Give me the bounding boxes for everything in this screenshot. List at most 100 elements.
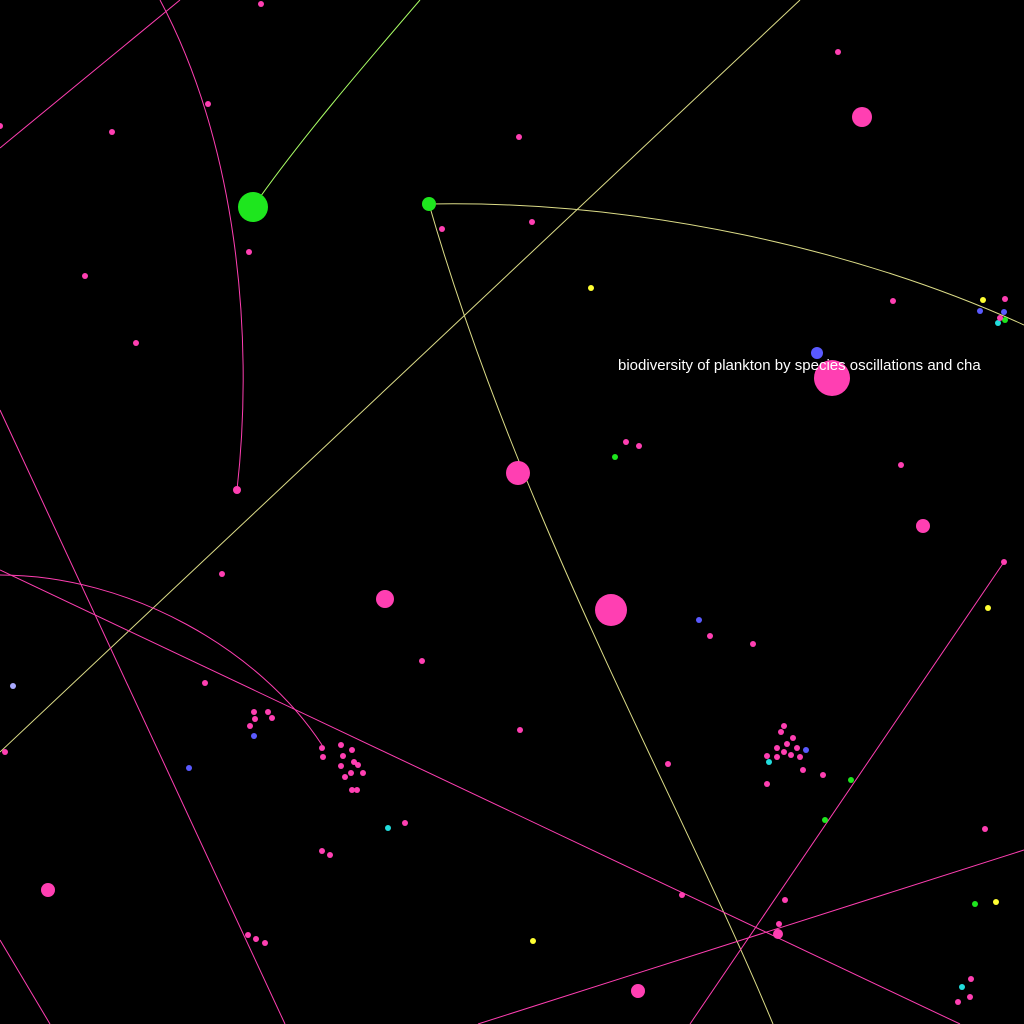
network-node[interactable]	[980, 297, 986, 303]
network-node[interactable]	[82, 273, 88, 279]
network-node[interactable]	[764, 753, 770, 759]
network-node[interactable]	[319, 848, 325, 854]
network-node[interactable]	[439, 226, 445, 232]
network-node[interactable]	[205, 101, 211, 107]
network-node[interactable]	[253, 936, 259, 942]
network-node[interactable]	[338, 742, 344, 748]
network-node[interactable]	[251, 733, 257, 739]
network-node[interactable]	[776, 921, 782, 927]
network-node[interactable]	[349, 787, 355, 793]
network-node[interactable]	[977, 308, 983, 314]
network-node[interactable]	[898, 462, 904, 468]
network-node[interactable]	[349, 747, 355, 753]
network-node[interactable]	[251, 709, 257, 715]
network-node[interactable]	[265, 709, 271, 715]
network-node[interactable]	[1002, 317, 1008, 323]
network-node[interactable]	[803, 747, 809, 753]
network-node[interactable]	[252, 716, 258, 722]
network-node-large[interactable]	[41, 883, 55, 897]
network-node[interactable]	[848, 777, 854, 783]
network-node[interactable]	[696, 617, 702, 623]
network-node[interactable]	[623, 439, 629, 445]
network-node-large[interactable]	[852, 107, 872, 127]
network-node[interactable]	[186, 765, 192, 771]
network-node[interactable]	[982, 826, 988, 832]
network-node-large[interactable]	[773, 929, 783, 939]
network-node[interactable]	[985, 605, 991, 611]
network-node[interactable]	[959, 984, 965, 990]
network-node[interactable]	[385, 825, 391, 831]
network-node[interactable]	[262, 940, 268, 946]
network-node[interactable]	[784, 741, 790, 747]
network-node[interactable]	[588, 285, 594, 291]
network-node[interactable]	[340, 753, 346, 759]
network-node[interactable]	[355, 762, 361, 768]
network-node[interactable]	[338, 763, 344, 769]
network-node[interactable]	[342, 774, 348, 780]
network-node-large[interactable]	[595, 594, 627, 626]
network-node-large[interactable]	[814, 360, 850, 396]
network-node[interactable]	[10, 683, 16, 689]
network-node[interactable]	[766, 759, 772, 765]
network-node[interactable]	[202, 680, 208, 686]
network-node[interactable]	[516, 134, 522, 140]
network-node[interactable]	[679, 892, 685, 898]
network-node[interactable]	[665, 761, 671, 767]
network-node[interactable]	[636, 443, 642, 449]
network-node[interactable]	[1001, 559, 1007, 565]
network-node[interactable]	[529, 219, 535, 225]
network-node[interactable]	[800, 767, 806, 773]
network-node[interactable]	[319, 745, 325, 751]
network-node[interactable]	[790, 735, 796, 741]
network-node[interactable]	[246, 249, 252, 255]
network-node-large[interactable]	[506, 461, 530, 485]
network-node[interactable]	[774, 754, 780, 760]
network-node[interactable]	[320, 754, 326, 760]
network-node[interactable]	[348, 770, 354, 776]
network-node[interactable]	[774, 745, 780, 751]
network-node[interactable]	[972, 901, 978, 907]
network-node[interactable]	[360, 770, 366, 776]
network-node[interactable]	[419, 658, 425, 664]
network-node[interactable]	[890, 298, 896, 304]
network-node-large[interactable]	[376, 590, 394, 608]
network-node[interactable]	[997, 315, 1003, 321]
network-node[interactable]	[995, 320, 1001, 326]
network-node[interactable]	[750, 641, 756, 647]
network-node[interactable]	[354, 787, 360, 793]
network-node[interactable]	[327, 852, 333, 858]
network-node[interactable]	[820, 772, 826, 778]
network-node-large[interactable]	[811, 347, 823, 359]
network-node[interactable]	[133, 340, 139, 346]
network-node[interactable]	[402, 820, 408, 826]
network-node[interactable]	[269, 715, 275, 721]
network-node-large[interactable]	[422, 197, 436, 211]
network-node[interactable]	[968, 976, 974, 982]
network-node[interactable]	[517, 727, 523, 733]
network-node[interactable]	[109, 129, 115, 135]
network-node-large[interactable]	[916, 519, 930, 533]
network-node[interactable]	[1001, 309, 1007, 315]
network-node[interactable]	[245, 932, 251, 938]
network-node[interactable]	[258, 1, 264, 7]
network-node[interactable]	[233, 486, 241, 494]
network-node-large[interactable]	[238, 192, 268, 222]
network-node[interactable]	[788, 752, 794, 758]
network-node[interactable]	[781, 723, 787, 729]
network-node[interactable]	[1002, 296, 1008, 302]
network-node[interactable]	[797, 754, 803, 760]
network-node[interactable]	[835, 49, 841, 55]
network-node[interactable]	[781, 749, 787, 755]
network-node[interactable]	[764, 781, 770, 787]
network-node[interactable]	[822, 817, 828, 823]
network-node[interactable]	[782, 897, 788, 903]
network-node[interactable]	[612, 454, 618, 460]
network-node[interactable]	[0, 123, 3, 129]
network-node[interactable]	[794, 745, 800, 751]
network-node[interactable]	[2, 749, 8, 755]
network-node[interactable]	[993, 899, 999, 905]
network-node[interactable]	[778, 729, 784, 735]
network-node[interactable]	[219, 571, 225, 577]
network-node-large[interactable]	[631, 984, 645, 998]
